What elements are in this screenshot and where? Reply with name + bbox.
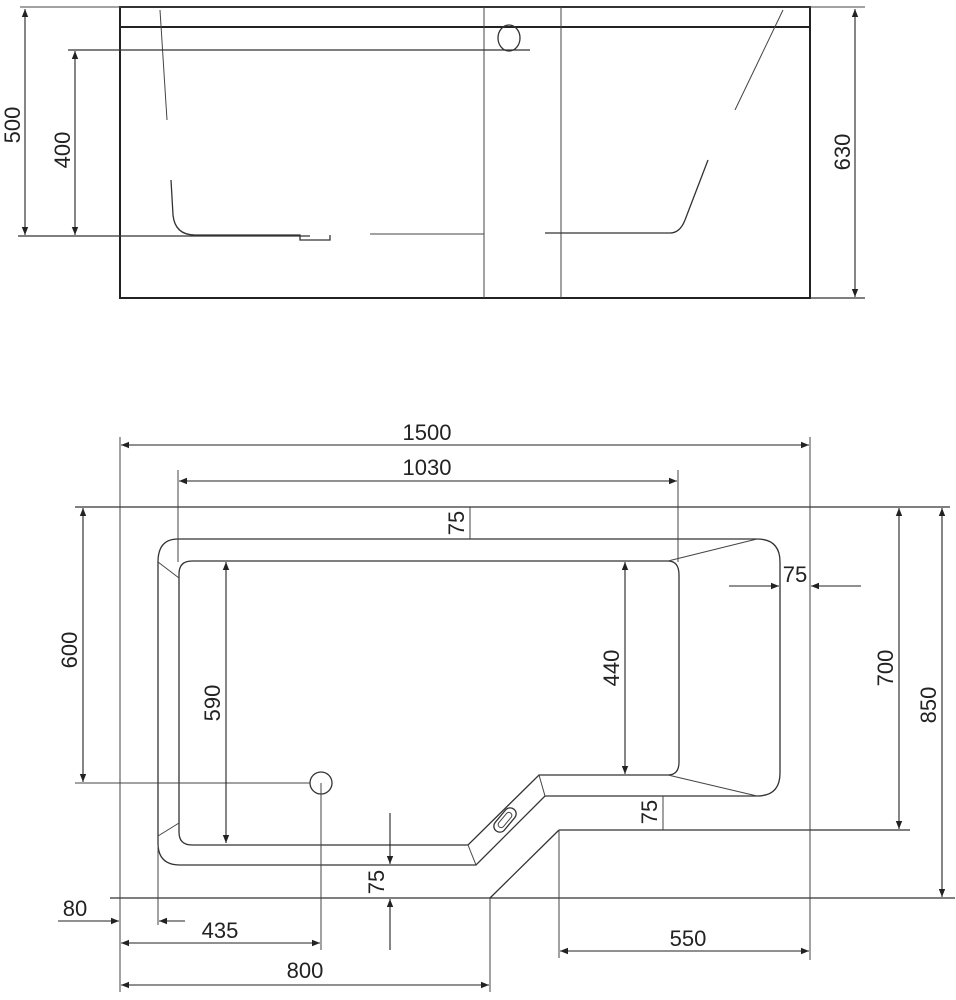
dim-75-right-label: 75 bbox=[783, 562, 807, 587]
rim-corner-line bbox=[157, 561, 180, 579]
tub-profile-right-lower bbox=[545, 159, 709, 234]
rim-corner-line bbox=[467, 844, 477, 866]
dim-850-label: 850 bbox=[916, 687, 941, 724]
bath-rim-outline bbox=[157, 538, 781, 866]
dim-550-label: 550 bbox=[670, 926, 707, 951]
basin-outline bbox=[178, 560, 680, 846]
dim-75-step-label: 75 bbox=[637, 800, 662, 824]
dim-630-label: 630 bbox=[830, 134, 855, 171]
rim-corner-line bbox=[667, 538, 758, 562]
dim-75-bottom-label: 75 bbox=[364, 870, 389, 894]
dim-1030-label: 1030 bbox=[403, 455, 452, 480]
dim-800-label: 800 bbox=[287, 958, 324, 983]
dim-400-label: 400 bbox=[50, 132, 75, 169]
tub-profile-left-upper bbox=[159, 9, 168, 121]
dim-600-label: 600 bbox=[57, 632, 82, 669]
dim-75-top-label: 75 bbox=[444, 511, 469, 535]
footprint-slant bbox=[489, 829, 560, 899]
overflow-icon bbox=[493, 807, 517, 833]
overflow-icon bbox=[497, 24, 521, 52]
tub-profile-right-upper bbox=[734, 9, 784, 111]
bath-panel-outline bbox=[119, 6, 811, 299]
rim-corner-line bbox=[667, 774, 758, 797]
side-elevation-view: 500 400 630 bbox=[0, 6, 865, 299]
dim-440-label: 440 bbox=[599, 650, 624, 687]
rim-corner-line bbox=[538, 774, 546, 797]
dim-590-label: 590 bbox=[200, 685, 225, 722]
dim-435-label: 435 bbox=[202, 918, 239, 943]
plan-view: 1500 1030 435 800 550 80 75 75 600 590 4… bbox=[57, 420, 955, 992]
tub-profile-left-lower bbox=[170, 179, 331, 241]
dim-1500-label: 1500 bbox=[403, 420, 452, 445]
dim-80-label: 80 bbox=[63, 896, 87, 921]
dim-500-label: 500 bbox=[0, 107, 25, 144]
dim-700-label: 700 bbox=[873, 650, 898, 687]
rim-corner-line bbox=[157, 822, 180, 837]
